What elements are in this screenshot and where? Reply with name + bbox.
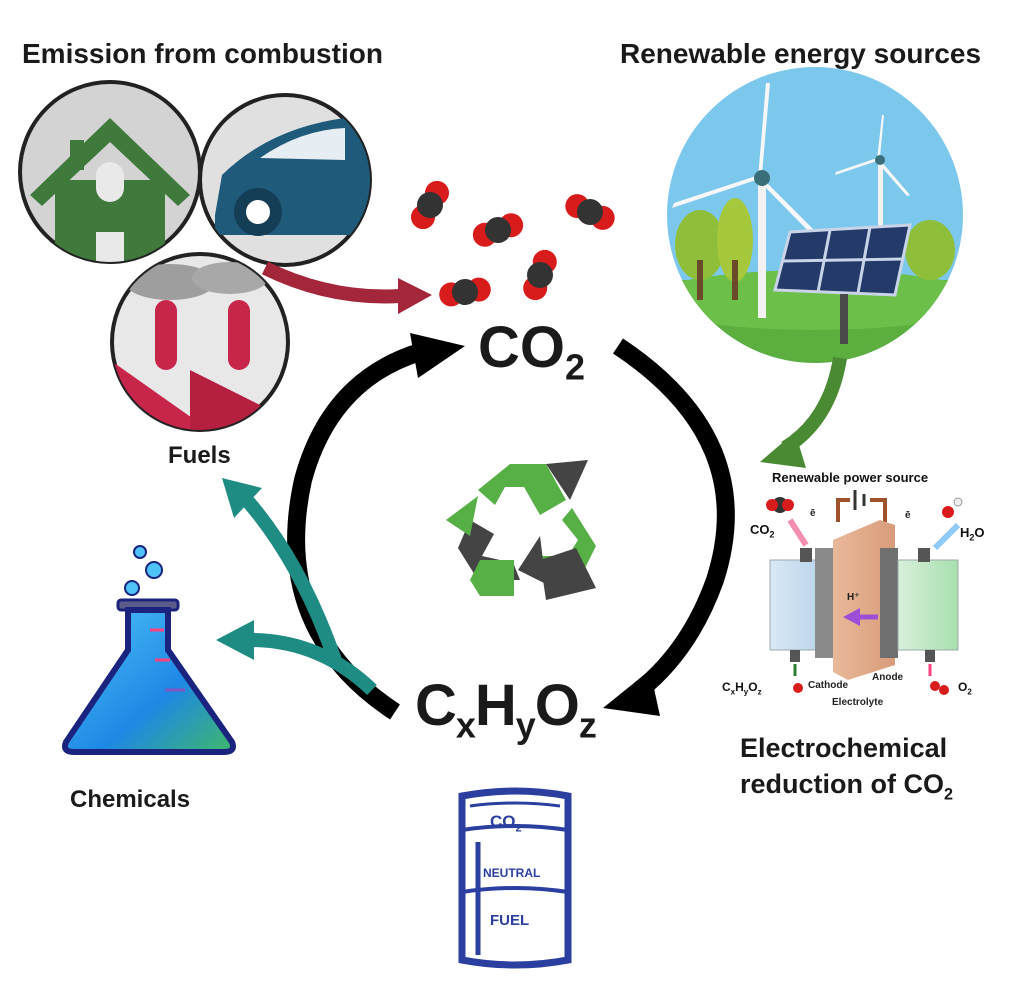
- cell-o2-label: O2: [958, 680, 972, 696]
- formula-x: x: [455, 704, 476, 746]
- emission-title: Emission from combustion: [22, 38, 383, 69]
- barrel-co2-sub: 2: [515, 822, 522, 835]
- cell-product-o: O: [748, 680, 758, 694]
- emission-arrowhead: [398, 278, 432, 314]
- house-icon: [18, 80, 202, 264]
- electrochemical-cell-icon: [766, 490, 963, 695]
- cell-h2o-o: O: [974, 525, 985, 540]
- recycle-icon: [446, 460, 596, 600]
- co2-main-label: CO2: [478, 314, 585, 389]
- cell-h2o-h: H: [960, 525, 970, 540]
- formula-z: z: [578, 704, 597, 746]
- renewable-title: Renewable energy sources: [620, 38, 982, 69]
- fuels-arrowhead: [222, 478, 262, 518]
- electrolyte-label: Electrolyte: [832, 697, 884, 708]
- factory-icon: [110, 252, 290, 432]
- barrel-co2-text: CO: [490, 812, 516, 831]
- formula-h: H: [474, 673, 517, 738]
- electrochemical-reduction-label: Electrochemical reduction of CO2: [740, 730, 953, 812]
- chemicals-arrowhead: [216, 620, 254, 660]
- cell-product-h: H: [735, 680, 744, 694]
- formula-c: C: [415, 673, 457, 738]
- cell-o2-text: O: [958, 680, 968, 694]
- chemicals-label: Chemicals: [70, 786, 191, 813]
- car-icon: [198, 93, 372, 267]
- electro-line-2-sub: 2: [944, 785, 954, 804]
- chemicals-arrow: [249, 633, 377, 696]
- cell-product-z: z: [757, 687, 762, 697]
- fuels-arrow: [239, 493, 342, 663]
- cell-o2-sub: 2: [967, 687, 972, 697]
- cycle-arrow-right: [613, 338, 735, 698]
- anode-label: Anode: [872, 672, 904, 683]
- cell-h2o-sub: 2: [969, 532, 975, 543]
- electro-line-1: Electrochemical: [740, 733, 948, 763]
- cycle-arrowhead-right: [603, 670, 660, 716]
- renewable-arrowhead: [760, 432, 806, 468]
- power-source-label: Renewable power source: [772, 470, 929, 485]
- cell-co2-text: CO: [750, 522, 770, 537]
- barrel-co2-label: CO2: [490, 812, 522, 834]
- formula-y: y: [515, 704, 536, 746]
- cell-proton-label: H⁺: [847, 592, 860, 603]
- formula-o: O: [534, 673, 580, 738]
- cell-electron-left: ē: [810, 508, 816, 519]
- cell-product-y: y: [743, 687, 749, 697]
- chemical-flask-icon: [62, 545, 236, 755]
- cell-co2-label: CO2: [750, 522, 775, 540]
- fuels-label: Fuels: [168, 442, 231, 469]
- renewable-energy-icon: [667, 67, 963, 363]
- barrel-fuel-label: FUEL: [490, 912, 530, 929]
- cell-product-c: C: [722, 680, 731, 694]
- emission-arrow: [261, 261, 401, 304]
- cell-product-label: CxHyOz: [722, 680, 762, 696]
- cell-h2o-label: H2O: [960, 525, 985, 543]
- product-formula-label: CxHyOz: [415, 672, 597, 747]
- cell-product-x: x: [730, 687, 736, 697]
- cell-co2-sub: 2: [769, 529, 775, 540]
- cathode-label: Cathode: [808, 680, 848, 691]
- electro-line-2: reduction of CO2: [740, 766, 953, 812]
- co2-main-text: CO: [478, 315, 565, 380]
- co2-molecules: [411, 180, 615, 307]
- electro-line-2-text: reduction of CO: [740, 769, 944, 799]
- barrel-neutral-label: NEUTRAL: [483, 866, 541, 880]
- co2-main-sub: 2: [565, 346, 585, 388]
- cycle-arrowhead-left: [410, 333, 465, 378]
- co2-neutral-fuel-barrel-icon: [458, 787, 572, 969]
- cell-electron-right: ē: [905, 510, 911, 521]
